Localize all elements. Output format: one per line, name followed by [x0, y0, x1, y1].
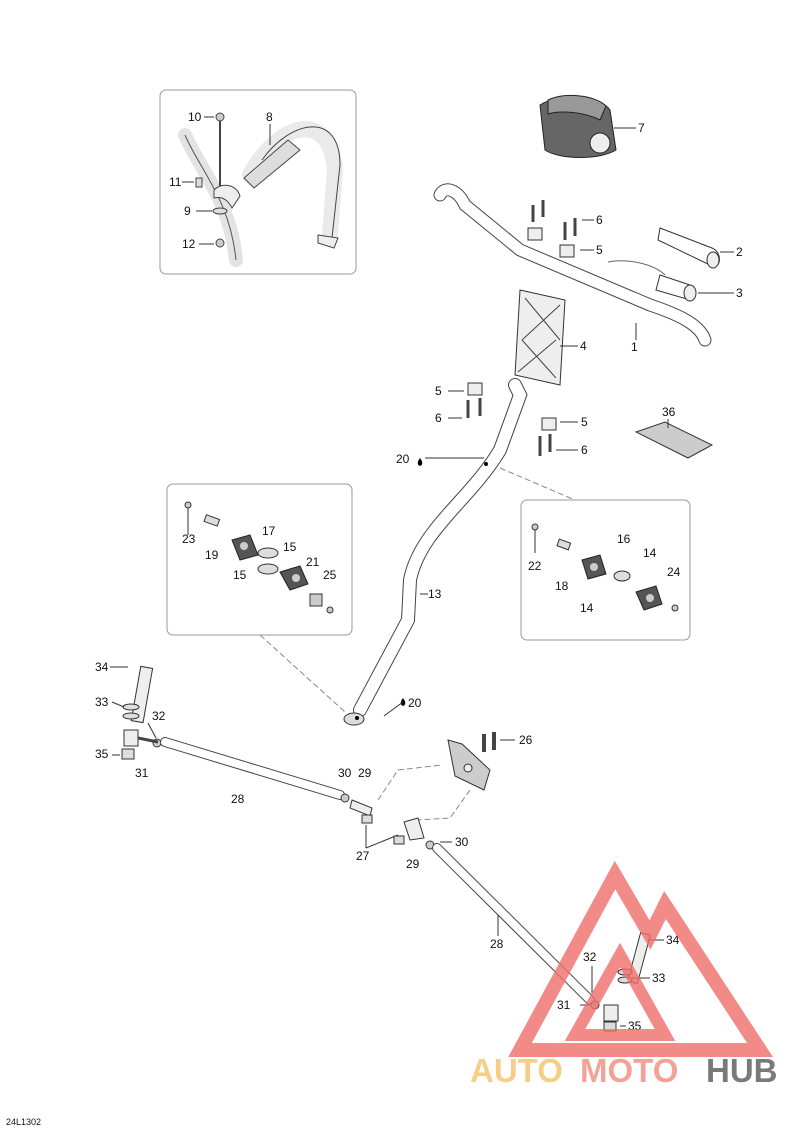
callout-27: 27	[356, 849, 370, 863]
lower-clamps: 5 6 5 6	[435, 382, 588, 457]
callout-5-upper: 5	[596, 243, 603, 257]
part-36-plate: 36	[634, 405, 714, 459]
callout-14-right: 14	[643, 546, 657, 560]
callout-10: 10	[188, 110, 202, 124]
callout-11: 11	[169, 175, 182, 189]
callout-9: 9	[184, 204, 191, 218]
part-4-riser: 4	[514, 289, 587, 386]
callout-8: 8	[266, 110, 273, 124]
callout-24: 24	[667, 565, 681, 579]
watermark-auto: AUTO	[470, 1052, 563, 1089]
callout-15-left: 15	[233, 568, 247, 582]
watermark-moto: MOTO	[580, 1052, 678, 1089]
callout-36: 36	[662, 405, 676, 419]
callout-33-upper: 33	[95, 695, 109, 709]
callout-32-upper: 32	[152, 709, 166, 723]
callout-25: 25	[323, 568, 337, 582]
callout-34-upper: 34	[95, 660, 109, 674]
callout-20-upper: 20	[396, 452, 410, 466]
tie-rod-upper-assembly: 34 33 32 35 31 28 30 29 27	[95, 660, 399, 863]
detail-box-bearing-right: 22 18 16 14 14 24	[520, 499, 691, 641]
callout-7: 7	[638, 121, 645, 135]
callout-2: 2	[736, 245, 743, 259]
callout-18: 18	[555, 579, 569, 593]
automotohub-watermark: AUTO MOTO HUB	[470, 860, 778, 1089]
callout-29-upper: 29	[358, 766, 372, 780]
part-26-steering-arm: 26	[377, 732, 533, 821]
callout-32-lower: 32	[583, 950, 597, 964]
callout-1: 1	[631, 340, 638, 354]
callout-13: 13	[428, 587, 442, 601]
callout-6-upper: 6	[596, 213, 603, 227]
diagram-reference-code: 24L1302	[6, 1117, 41, 1127]
callout-22: 22	[528, 559, 542, 573]
part-1-handlebar: 1	[433, 183, 712, 354]
callout-33-lower: 33	[652, 971, 666, 985]
watermark-hub: HUB	[706, 1052, 778, 1089]
callout-31-upper: 31	[135, 766, 149, 780]
callout-16: 16	[617, 532, 631, 546]
callout-30-upper: 30	[338, 766, 352, 780]
callout-3: 3	[736, 286, 743, 300]
upper-clamps: 6 5	[527, 200, 603, 258]
part-7-cover: 7	[539, 95, 645, 158]
callout-5-right: 5	[581, 415, 588, 429]
callout-4: 4	[580, 339, 587, 353]
callout-28-upper: 28	[231, 792, 245, 806]
callout-29-lower: 29	[406, 857, 420, 871]
callout-30-lower: 30	[455, 835, 469, 849]
part-13-steering-column: 20 20 13	[259, 378, 576, 726]
callout-19: 19	[205, 548, 219, 562]
callout-28-lower: 28	[490, 937, 504, 951]
callout-17: 17	[262, 524, 276, 538]
callout-6-left: 6	[435, 411, 442, 425]
part-3-grip: 3	[607, 260, 743, 302]
callout-23: 23	[182, 532, 196, 546]
callout-15-right: 15	[283, 540, 297, 554]
callout-35-upper: 35	[95, 747, 109, 761]
callout-21: 21	[306, 555, 320, 569]
callout-14-left: 14	[580, 601, 594, 615]
callout-26: 26	[519, 733, 533, 747]
callout-34-lower: 34	[666, 933, 680, 947]
detail-box-bearing-left: 23 19 17 15 15 21 25	[166, 483, 353, 636]
callout-31-lower: 31	[557, 998, 571, 1012]
callout-6-right: 6	[581, 443, 588, 457]
callout-12: 12	[182, 237, 196, 251]
callout-5-left: 5	[435, 384, 442, 398]
part-2-grip: 2	[657, 227, 743, 269]
detail-box-handlebar-clamp: 10 11 9 12 8	[159, 89, 357, 275]
callout-20-lower: 20	[408, 696, 422, 710]
